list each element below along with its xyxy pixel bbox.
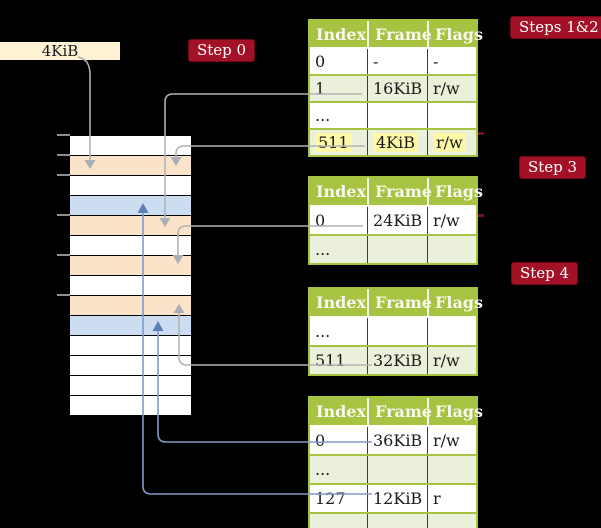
- highlighted-value: 4KiB: [373, 133, 419, 152]
- cell-frame: 36KiB: [367, 427, 427, 454]
- cell-frame: [367, 103, 427, 128]
- table-header-row: Index Frame Flags: [310, 398, 483, 425]
- cell-index: 0: [315, 211, 326, 230]
- table-row: ...: [310, 316, 476, 345]
- table-row: 0 24KiB r/w: [310, 205, 476, 234]
- table-row: 1 16KiB r/w: [310, 74, 476, 101]
- column-header-frame: Frame: [367, 178, 432, 205]
- page-table-1: Index Frame Flags 0 24KiB r/w ...: [308, 176, 483, 265]
- cell-frame: [367, 236, 427, 263]
- cell-frame: 12KiB: [367, 485, 427, 512]
- memory-row-14-plain: [70, 396, 191, 416]
- column-header-frame: Frame: [367, 289, 432, 316]
- cell-frame: [367, 456, 427, 483]
- cell-flags: r: [427, 485, 476, 512]
- cell-flags: [427, 236, 476, 263]
- step-0-label: Step 0: [188, 39, 256, 62]
- memory-row-6-plain: [70, 236, 191, 256]
- table-row: ...: [310, 234, 476, 263]
- table-row: 0 - -: [310, 47, 476, 74]
- address-tick: [57, 254, 70, 256]
- table-row: ...: [310, 454, 476, 483]
- cell-flags: r/w: [427, 207, 476, 234]
- cell-index: ...: [315, 322, 331, 341]
- cell-frame: 32KiB: [367, 347, 427, 374]
- table-header-row: Index Frame Flags: [310, 21, 483, 47]
- memory-row-4-data-page: [70, 196, 191, 216]
- cell-frame: 4KiB: [367, 130, 427, 155]
- column-header-flags: Flags: [427, 21, 483, 47]
- step-4-label: Step 4: [511, 262, 579, 285]
- cell-index: 127: [315, 489, 346, 508]
- table-row: 511 32KiB r/w: [310, 345, 476, 374]
- cell-index: 1: [310, 76, 367, 101]
- cell-index: 0: [315, 52, 326, 71]
- table-row: 127 12KiB r: [310, 483, 476, 512]
- table-row: 0 36KiB r/w: [310, 425, 476, 454]
- cell-flags: r/w: [427, 76, 476, 101]
- cell-frame: 24KiB: [367, 207, 427, 234]
- physical-memory-column: [70, 135, 191, 416]
- table-row-highlighted: 511 4KiB r/w: [310, 128, 476, 155]
- page-table-0: Index Frame Flags 0 - - 1 16KiB r/w ... …: [308, 19, 483, 157]
- address-tick: [57, 154, 70, 156]
- address-tick: [57, 214, 70, 216]
- column-header-flags: Flags: [427, 289, 483, 316]
- cell-index: ...: [315, 106, 331, 125]
- cell-flags: [427, 103, 476, 128]
- cell-frame: 16KiB: [367, 76, 427, 101]
- memory-row-12-plain: [70, 356, 191, 376]
- cell-index: ...: [310, 236, 367, 263]
- cell-frame: -: [367, 49, 427, 74]
- column-header-flags: Flags: [427, 178, 483, 205]
- address-tick: [57, 134, 70, 136]
- cell-flags: r/w: [427, 347, 476, 374]
- table-row: ...: [310, 512, 476, 528]
- steps-1-2-label: Steps 1&2: [510, 16, 601, 39]
- cell-flags: r/w: [427, 427, 476, 454]
- memory-row-7-page-table: [70, 256, 191, 276]
- row-marker-tick: [478, 132, 484, 135]
- address-tick: [57, 294, 70, 296]
- cell-flags: [427, 514, 476, 528]
- cell-frame: [367, 514, 427, 528]
- highlighted-value: 511: [315, 133, 352, 152]
- cell-index: ...: [310, 514, 367, 528]
- column-header-frame: Frame: [367, 398, 432, 425]
- column-header-index: Index: [316, 182, 367, 201]
- cell-index: ...: [310, 456, 367, 483]
- step-3-label: Step 3: [519, 156, 587, 179]
- memory-row-11-plain: [70, 336, 191, 356]
- cell-flags: [427, 318, 476, 345]
- cell-index: 511: [310, 347, 367, 374]
- page-table-2: Index Frame Flags ... 511 32KiB r/w: [308, 287, 483, 376]
- column-header-flags: Flags: [427, 398, 483, 425]
- memory-row-3-plain: [70, 176, 191, 196]
- column-header-index: Index: [316, 293, 367, 312]
- memory-row-9-page-table: [70, 296, 191, 316]
- column-header-index: Index: [316, 24, 367, 44]
- cell-flags: [427, 456, 476, 483]
- highlighted-value: r/w: [433, 133, 466, 152]
- memory-row-2-page-table: [70, 156, 191, 176]
- cell-flags: r/w: [427, 130, 476, 155]
- table-header-row: Index Frame Flags: [310, 289, 483, 316]
- memory-row-8-plain: [70, 276, 191, 296]
- memory-row-1-plain: [70, 136, 191, 156]
- page-table-3: Index Frame Flags 0 36KiB r/w ... 127 12…: [308, 396, 483, 528]
- cell-frame: [367, 318, 427, 345]
- memory-row-5-page-table: [70, 216, 191, 236]
- memory-row-13-plain: [70, 376, 191, 396]
- cell-flags: -: [427, 49, 476, 74]
- cell-index: 511: [310, 130, 367, 155]
- row-marker-tick: [478, 214, 484, 217]
- memory-row-10-data-page: [70, 316, 191, 336]
- address-tick: [57, 174, 70, 176]
- column-header-frame: Frame: [367, 21, 432, 47]
- cell-index: 0: [315, 431, 326, 450]
- column-header-index: Index: [316, 402, 367, 421]
- table-row: ...: [310, 101, 476, 128]
- frame-size-label: 4KiB: [0, 42, 120, 60]
- table-header-row: Index Frame Flags: [310, 178, 483, 205]
